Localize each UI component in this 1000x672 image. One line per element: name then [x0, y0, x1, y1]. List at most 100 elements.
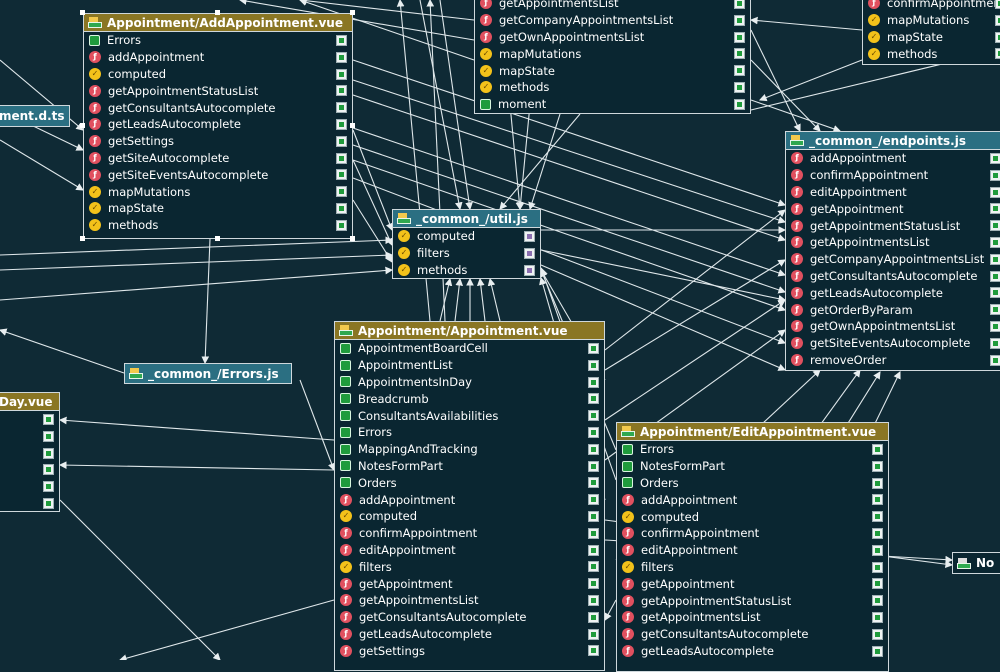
connector-port[interactable]	[524, 264, 535, 276]
connector-port[interactable]	[990, 153, 1000, 164]
node-header[interactable]: _common_/util.js	[393, 210, 540, 228]
connector-port[interactable]	[336, 135, 347, 147]
node-member[interactable]: AppointmentList	[335, 357, 604, 374]
connector-port[interactable]	[588, 594, 599, 606]
connector-port[interactable]	[995, 14, 1000, 26]
connector-port[interactable]	[734, 98, 745, 110]
connector-port[interactable]	[336, 202, 347, 214]
node-header[interactable]: Appointment/Appointment.vue	[335, 322, 604, 340]
resize-handle[interactable]	[215, 236, 220, 241]
connector-port[interactable]	[588, 359, 599, 371]
connector-port[interactable]	[336, 102, 347, 114]
node-member[interactable]: ✓methods	[393, 262, 540, 278]
connector-port[interactable]	[872, 511, 883, 523]
connector-port[interactable]	[872, 645, 883, 657]
connector-port[interactable]	[43, 464, 54, 476]
connector-port[interactable]	[43, 414, 54, 425]
node-member[interactable]: NotesFormPart	[617, 458, 888, 475]
node-member[interactable]: Errors	[84, 32, 352, 49]
node-member[interactable]	[0, 478, 59, 495]
connector-port[interactable]	[872, 595, 883, 607]
connector-port[interactable]	[588, 477, 599, 489]
node-member[interactable]: ConsultantsAvailabilities	[335, 407, 604, 424]
node-member[interactable]: moment	[475, 96, 750, 113]
connector-port[interactable]	[43, 447, 54, 459]
node-member[interactable]: ✓methods	[84, 217, 352, 234]
connector-port[interactable]	[990, 236, 1000, 248]
node-member[interactable]: ✓mapState	[863, 29, 1000, 46]
connector-port[interactable]	[588, 628, 599, 640]
connector-port[interactable]	[43, 481, 54, 493]
connector-port[interactable]	[43, 430, 54, 442]
connector-port[interactable]	[588, 527, 599, 539]
node-member[interactable]	[0, 411, 59, 428]
connector-port[interactable]	[43, 497, 54, 509]
connector-port[interactable]	[872, 494, 883, 506]
node-member[interactable]: Orders	[617, 475, 888, 492]
connector-port[interactable]	[872, 477, 883, 489]
node-errors-js[interactable]: _common_/Errors.js	[124, 363, 292, 384]
node-member[interactable]: MappingAndTracking	[335, 441, 604, 458]
node-header[interactable]: ment.d.ts	[0, 106, 69, 126]
resize-handle[interactable]	[80, 236, 85, 241]
node-member[interactable]: ✓mapMutations	[863, 12, 1000, 29]
connector-port[interactable]	[336, 51, 347, 63]
resize-handle[interactable]	[350, 236, 355, 241]
node-header[interactable]: Appointment/AddAppointment.vue	[84, 14, 352, 32]
node-member[interactable]: Orders	[335, 474, 604, 491]
connector-port[interactable]	[990, 304, 1000, 316]
connector-port[interactable]	[734, 31, 745, 43]
node-util-js[interactable]: _common_/util.js ✓computed✓filters✓metho…	[392, 209, 541, 279]
connector-port[interactable]	[872, 544, 883, 556]
node-member[interactable]	[0, 461, 59, 478]
connector-port[interactable]	[734, 65, 745, 77]
connector-port[interactable]	[990, 203, 1000, 215]
node-member[interactable]: ✓computed	[393, 228, 540, 245]
connector-port[interactable]	[990, 253, 1000, 265]
connector-port[interactable]	[336, 152, 347, 164]
node-header[interactable]: Appointment/EditAppointment.vue	[617, 423, 888, 441]
node-member[interactable]: Errors	[617, 441, 888, 458]
node-member[interactable]: ✓methods	[863, 45, 1000, 62]
node-member[interactable]: NotesFormPart	[335, 458, 604, 475]
connector-port[interactable]	[588, 494, 599, 506]
connector-port[interactable]	[588, 510, 599, 522]
resize-handle[interactable]	[80, 123, 85, 128]
node-member[interactable]: ✓mapState	[475, 62, 750, 79]
connector-port[interactable]	[995, 48, 1000, 60]
connector-port[interactable]	[872, 527, 883, 539]
connector-port[interactable]	[872, 561, 883, 573]
connector-port[interactable]	[588, 578, 599, 590]
connector-port[interactable]	[588, 426, 599, 438]
node-member[interactable]: Errors	[335, 424, 604, 441]
connector-port[interactable]	[872, 628, 883, 640]
connector-port[interactable]	[588, 376, 599, 388]
node-no[interactable]: No	[952, 552, 1000, 574]
